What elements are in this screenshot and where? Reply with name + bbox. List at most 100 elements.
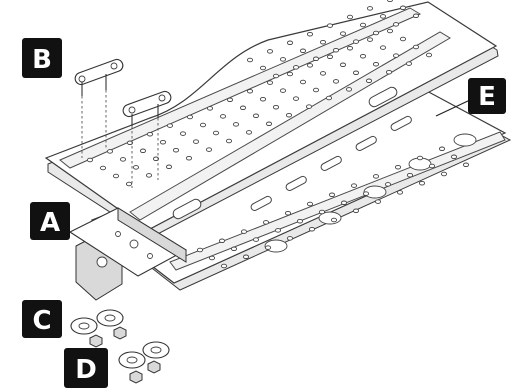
hole <box>292 96 300 101</box>
hole <box>218 238 226 244</box>
hole <box>147 253 153 259</box>
hole <box>145 173 153 178</box>
hole <box>86 157 94 163</box>
hole <box>264 245 272 250</box>
hole <box>239 105 247 111</box>
callout-e-box <box>468 78 506 114</box>
plate-upper-rail-2 <box>59 7 422 169</box>
hole <box>284 210 292 216</box>
hole <box>306 63 314 68</box>
callout-e-label: E <box>478 82 496 112</box>
hole <box>362 191 370 196</box>
hole <box>328 192 336 198</box>
hole <box>152 156 160 162</box>
hole <box>240 229 248 234</box>
hole <box>305 104 313 109</box>
hole <box>308 226 316 232</box>
hole <box>372 61 380 67</box>
hole <box>119 157 127 162</box>
hole <box>372 174 380 179</box>
hole <box>345 87 353 92</box>
slot <box>390 115 412 131</box>
nut <box>89 334 103 348</box>
hole <box>266 80 274 85</box>
hole <box>225 138 233 144</box>
callout-b-label: B <box>32 45 52 75</box>
hole <box>332 79 340 84</box>
bracket-a <box>68 207 188 301</box>
hole <box>319 71 327 76</box>
hole <box>286 71 294 77</box>
hole <box>179 131 187 136</box>
hole <box>412 44 420 50</box>
slot <box>355 135 377 151</box>
hole <box>440 171 448 177</box>
hole <box>292 65 300 70</box>
hole <box>166 123 174 128</box>
callout-c-label: C <box>32 306 51 336</box>
hole <box>274 228 282 233</box>
hole <box>386 28 394 34</box>
hole <box>232 122 240 127</box>
nut <box>147 360 161 374</box>
hole <box>359 53 367 59</box>
nut <box>113 326 127 340</box>
hole <box>185 155 193 161</box>
slot <box>285 175 307 191</box>
plate-upper-top <box>44 1 498 231</box>
hole <box>299 79 307 85</box>
washer-hole <box>104 314 116 322</box>
hole <box>416 155 424 161</box>
hole <box>379 45 387 50</box>
callout-c: C <box>22 300 62 338</box>
callout-d: D <box>64 348 108 388</box>
hole <box>372 30 380 36</box>
hole <box>425 52 433 58</box>
hole <box>226 97 234 103</box>
hole <box>128 106 136 114</box>
hole <box>412 13 420 19</box>
hole <box>259 96 267 102</box>
hole <box>384 182 392 187</box>
callout-b-box <box>22 38 62 78</box>
hole <box>246 57 254 63</box>
hole <box>165 164 173 170</box>
hole <box>350 183 358 188</box>
hole <box>386 0 394 3</box>
hole <box>359 22 367 28</box>
callout-c-box <box>22 300 62 338</box>
hole <box>115 231 121 237</box>
hole <box>132 165 140 170</box>
hole <box>399 36 407 42</box>
spacer-b-1 <box>74 58 124 96</box>
callout-d-box <box>64 348 108 388</box>
hole <box>450 154 458 160</box>
hole <box>212 130 220 136</box>
hole <box>394 164 402 170</box>
washer-hole <box>150 346 162 354</box>
hole <box>172 147 180 153</box>
hole <box>392 22 400 27</box>
hole <box>366 37 374 42</box>
hole <box>326 23 334 28</box>
hole <box>99 165 107 171</box>
slot <box>368 86 398 108</box>
hole <box>96 256 108 268</box>
hole <box>186 114 194 120</box>
hole <box>392 53 400 58</box>
hole <box>259 65 267 71</box>
hole <box>206 106 214 111</box>
hole <box>219 114 227 119</box>
nut <box>129 370 143 384</box>
hole <box>299 48 307 54</box>
washer-hole <box>78 322 90 330</box>
hole <box>106 149 114 154</box>
slot <box>172 198 202 220</box>
hole <box>196 247 204 253</box>
callout-a: A <box>30 202 70 240</box>
hole <box>346 45 354 51</box>
callout-e-leader <box>435 99 471 117</box>
callout-a-box <box>30 202 70 240</box>
hole <box>279 88 287 93</box>
